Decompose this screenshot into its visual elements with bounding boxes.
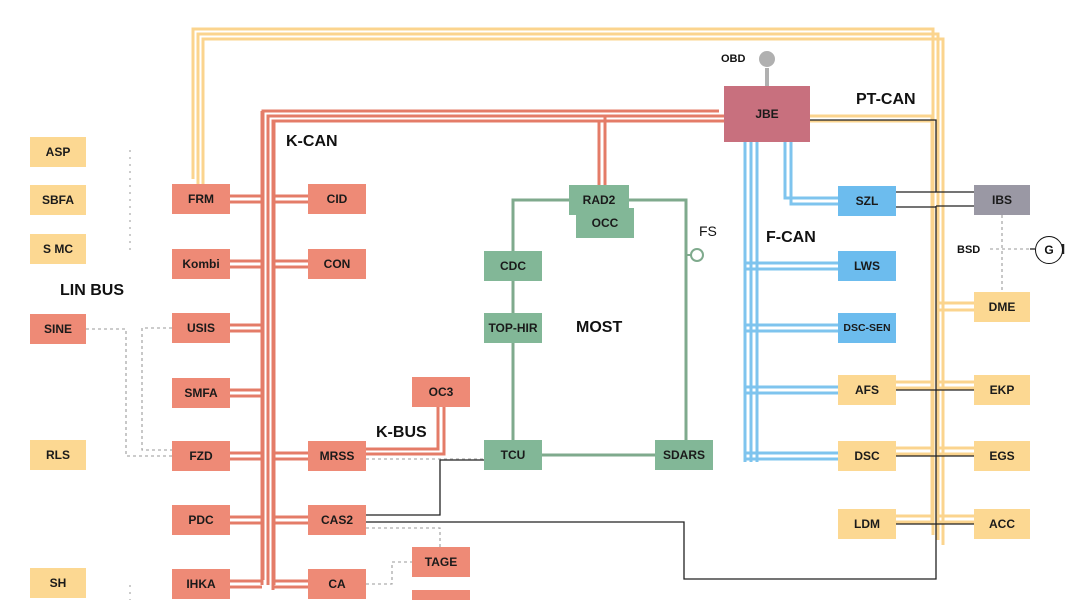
module-occ[interactable]: OCC bbox=[576, 208, 634, 238]
module-sbfa[interactable]: SBFA bbox=[30, 185, 86, 215]
module-ldm[interactable]: LDM bbox=[838, 509, 896, 539]
module-egs[interactable]: EGS bbox=[974, 441, 1030, 471]
module-tcu[interactable]: TCU bbox=[484, 440, 542, 470]
module-lws[interactable]: LWS bbox=[838, 251, 896, 281]
module-sdars[interactable]: SDARS bbox=[655, 440, 713, 470]
dash-ca-tage bbox=[366, 561, 412, 585]
dash-usis-fzd bbox=[141, 327, 172, 451]
module-con[interactable]: CON bbox=[308, 249, 366, 279]
label-pt-can: PT-CAN bbox=[856, 91, 916, 108]
thin-cas2-tcu bbox=[366, 459, 484, 516]
module-ca[interactable]: CA bbox=[308, 569, 366, 599]
label-k-bus: K-BUS bbox=[376, 424, 427, 441]
module-acc[interactable]: ACC bbox=[974, 509, 1030, 539]
module-usis[interactable]: USIS bbox=[172, 313, 230, 343]
most-loop bbox=[511, 198, 569, 251]
fcan-szl-b bbox=[789, 142, 838, 206]
module-fzd[interactable]: FZD bbox=[172, 441, 230, 471]
module-cdc[interactable]: CDC bbox=[484, 251, 542, 281]
module-ibs[interactable]: IBS bbox=[974, 185, 1030, 215]
module-cid[interactable]: CID bbox=[308, 184, 366, 214]
module-top-hir[interactable]: TOP-HIR bbox=[484, 313, 542, 343]
obd-port-icon bbox=[759, 51, 775, 67]
module-kombi[interactable]: Kombi bbox=[172, 249, 230, 279]
module-sh[interactable]: SH bbox=[30, 568, 86, 598]
module-pdc[interactable]: PDC bbox=[172, 505, 230, 535]
dash-cas2-tage bbox=[366, 527, 441, 547]
module-rls[interactable]: RLS bbox=[30, 440, 86, 470]
label-lin-bus: LIN BUS bbox=[60, 282, 124, 299]
module-asp[interactable]: ASP bbox=[30, 137, 86, 167]
generator-icon: G bbox=[1035, 236, 1063, 264]
module-sine[interactable]: SINE bbox=[30, 314, 86, 344]
most-sdars-up bbox=[629, 198, 688, 440]
module-smfa[interactable]: SMFA bbox=[172, 378, 230, 408]
module-dsc-sen[interactable]: DSC-SEN bbox=[838, 313, 896, 343]
module-s-mc[interactable]: S MC bbox=[30, 234, 86, 264]
label-fs: FS bbox=[699, 223, 717, 239]
kbus-oc3-b bbox=[366, 407, 446, 456]
label-k-can: K-CAN bbox=[286, 133, 338, 150]
label-f-can: F-CAN bbox=[766, 229, 816, 246]
module-ekp[interactable]: EKP bbox=[974, 375, 1030, 405]
module-afs[interactable]: AFS bbox=[838, 375, 896, 405]
module-mrss[interactable]: MRSS bbox=[308, 441, 366, 471]
thin-jbe-ibs bbox=[810, 119, 974, 193]
label-bsd: BSD bbox=[957, 244, 981, 256]
module-frm[interactable]: FRM bbox=[172, 184, 230, 214]
thin-cas2-long bbox=[366, 206, 937, 580]
module-oc3[interactable]: OC3 bbox=[412, 377, 470, 407]
label-most: MOST bbox=[576, 319, 623, 336]
fcan-szl-a bbox=[783, 142, 838, 200]
module-dme[interactable]: DME bbox=[974, 292, 1030, 322]
module-dsc[interactable]: DSC bbox=[838, 441, 896, 471]
kbus-oc3-a bbox=[366, 407, 440, 451]
dash-sine-fzd bbox=[86, 328, 172, 457]
module-cas2[interactable]: CAS2 bbox=[308, 505, 366, 535]
module-szl[interactable]: SZL bbox=[838, 186, 896, 216]
module-ihka[interactable]: IHKA bbox=[172, 569, 230, 599]
module-tage[interactable]: TAGE bbox=[412, 547, 470, 577]
module-jbe[interactable]: JBE bbox=[724, 86, 810, 142]
ptcan-loop-2 bbox=[201, 37, 945, 545]
module-partial-bottom bbox=[412, 590, 470, 600]
fs-connector-icon bbox=[690, 248, 704, 262]
ptcan-loop-1 bbox=[196, 32, 940, 540]
label-obd: OBD bbox=[721, 53, 746, 65]
